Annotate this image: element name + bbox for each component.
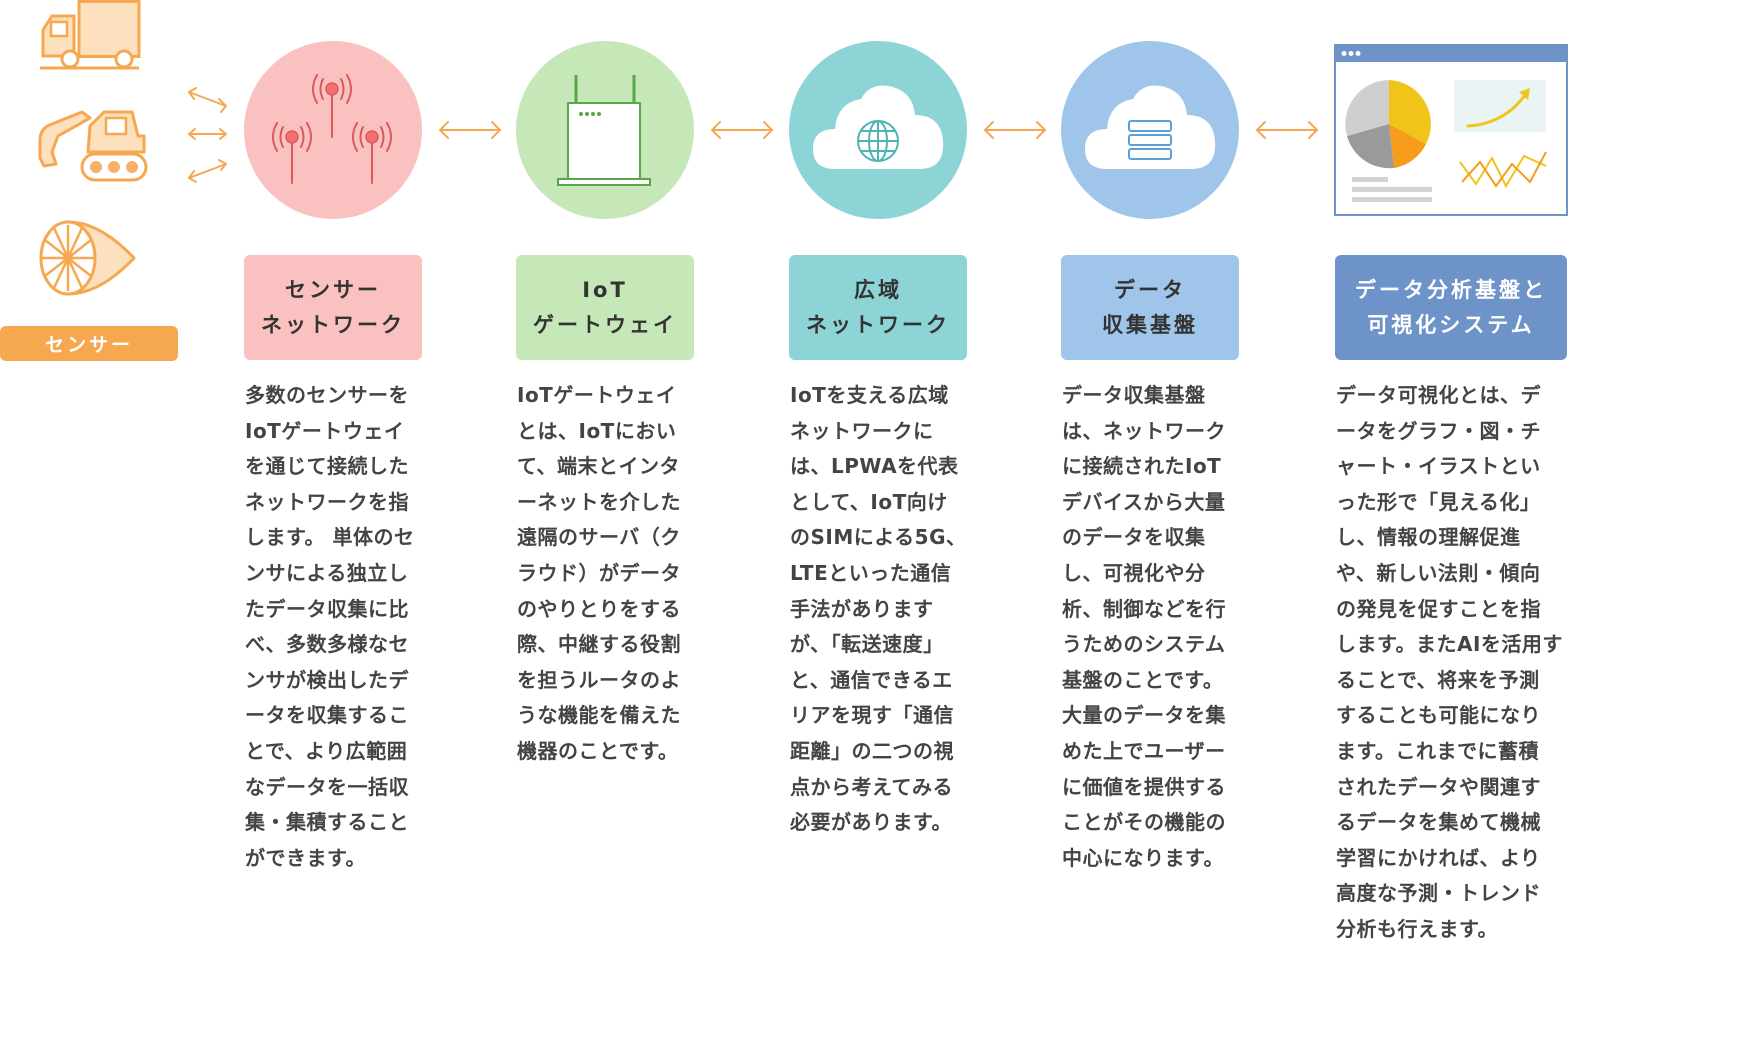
- iot-gateway-description: IoTゲートウェイ とは、IoTにおい て、端末とインタ ーネットを介した 遠隔…: [517, 383, 681, 763]
- cloud-globe-icon: [813, 85, 944, 169]
- double-arrow-icon: [437, 118, 503, 142]
- truck-icon: [38, 0, 142, 72]
- wide-area-network-label: 広域 ネットワーク: [789, 255, 967, 360]
- excavator-icon: [30, 106, 148, 186]
- iot-gateway-circle: [516, 41, 694, 219]
- analysis-visualization-label: データ分析基盤と 可視化システム: [1335, 255, 1567, 360]
- wide-area-network-circle: [789, 41, 967, 219]
- sensor-network-circle: [244, 41, 422, 219]
- data-collection-label: データ 収集基盤: [1061, 255, 1239, 360]
- wide-area-network-description: IoTを支える広域 ネットワークに は、LPWAを代表 として、IoT向け のS…: [790, 383, 967, 835]
- turbine-icon: [38, 218, 138, 298]
- router-icon: [557, 75, 651, 186]
- iot-gateway-label: IoT ゲートウェイ: [516, 255, 694, 360]
- sensor-network-label: センサー ネットワーク: [244, 255, 422, 360]
- antenna-icon: [272, 74, 392, 184]
- analysis-visualization-description: データ可視化とは、デ ータをグラフ・図・チ ャート・イラストとい った形で「見え…: [1336, 383, 1563, 941]
- double-arrow-icon: [982, 118, 1048, 142]
- double-arrow-icon: [1254, 118, 1320, 142]
- data-collection-circle: [1061, 41, 1239, 219]
- dashboard-icon: [1334, 44, 1568, 216]
- sensor-network-description: 多数のセンサーを IoTゲートウェイ を通じて接続した ネットワークを指 します…: [245, 383, 415, 870]
- sensor-arrows: [184, 86, 232, 186]
- data-collection-description: データ収集基盤 は、ネットワーク に接続されたIoT デバイスから大量 のデータ…: [1062, 383, 1226, 870]
- sensor-badge: センサー: [0, 326, 178, 361]
- double-arrow-icon: [709, 118, 775, 142]
- cloud-server-icon: [1085, 85, 1216, 169]
